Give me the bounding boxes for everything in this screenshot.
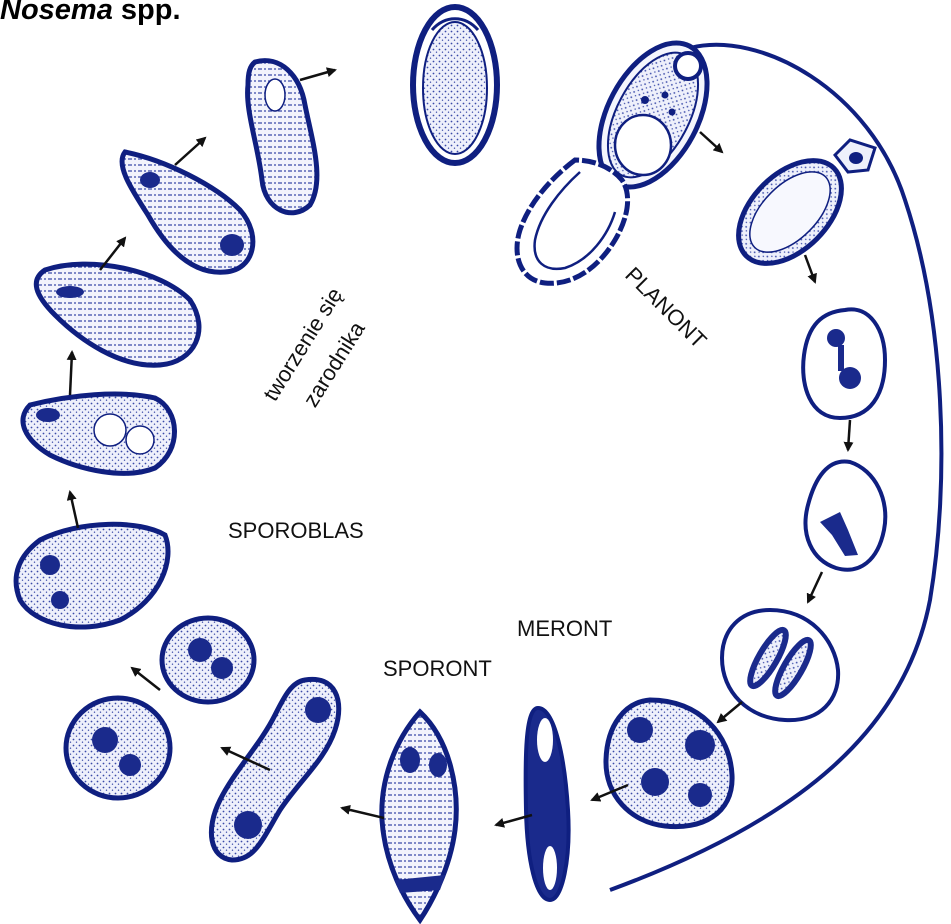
- sporont-elongated: [526, 708, 569, 900]
- arrow: [70, 492, 78, 528]
- arrow: [700, 132, 722, 152]
- spore-forming-3: [248, 61, 317, 213]
- arrow: [342, 808, 384, 818]
- dividing-sporont: [211, 679, 338, 860]
- arrow: [175, 138, 205, 165]
- released-sporoplasm: [719, 140, 875, 283]
- sporoblast-1: [16, 524, 168, 627]
- arrow: [70, 352, 72, 395]
- title-suffix: spp.: [121, 0, 181, 26]
- sporoblast-round-2: [162, 618, 254, 702]
- sporoblast-round-1: [66, 698, 170, 798]
- spore-forming-2: [122, 152, 253, 272]
- mature-spore: [413, 7, 497, 163]
- sporoblast-2: [23, 394, 175, 473]
- diagram-title: Nosema spp.: [0, 0, 181, 27]
- title-genus: Nosema: [0, 0, 113, 26]
- arrow: [300, 70, 335, 80]
- planont-cell-1: [803, 309, 885, 418]
- label-meront: MERONT: [517, 616, 612, 642]
- arrow: [805, 255, 815, 282]
- arrow: [848, 420, 850, 450]
- multinucleate-meront: [606, 700, 732, 827]
- label-sporoblas: SPOROBLAS: [228, 518, 364, 544]
- arrow: [718, 702, 742, 722]
- arrow: [808, 572, 822, 602]
- spore-forming-1: [36, 264, 199, 365]
- label-sporont: SPORONT: [383, 656, 492, 682]
- planont-cell-2: [806, 461, 886, 569]
- arrow: [132, 668, 160, 690]
- sporont-spindle: [382, 712, 456, 920]
